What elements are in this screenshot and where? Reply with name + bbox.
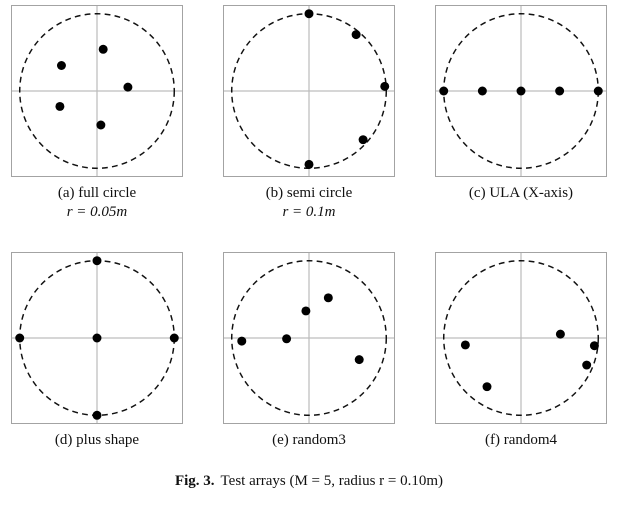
- scatter-plot-full-circle: [11, 5, 183, 177]
- scatter-plot-random3: [223, 252, 395, 424]
- subplot-sublabel: r = 0.05m: [66, 204, 128, 220]
- subplot-e: (e) random3: [223, 252, 395, 450]
- subplot-caption: (c) ULA (X-axis): [469, 184, 573, 203]
- scatter-plot-semi-circle: [223, 5, 395, 177]
- figure-caption-text: Test arrays (M = 5, radius r = 0.10m): [220, 473, 444, 489]
- plot-canvas: [224, 253, 394, 423]
- scatter-plot-random4: [435, 252, 607, 424]
- plot-canvas: [436, 253, 606, 423]
- subplot-a: (a) full circle r = 0.05m: [11, 5, 183, 222]
- figure-caption-prefix: Fig. 3.: [174, 473, 215, 489]
- subplot-caption: (e) random3: [272, 431, 346, 450]
- subplot-caption: (a) full circle r = 0.05m: [58, 184, 136, 222]
- subplot-label: (c) ULA (X-axis): [468, 185, 574, 201]
- subplot-label: (f) random4: [484, 432, 558, 448]
- subplot-b: (b) semi circle r = 0.1m: [223, 5, 395, 222]
- subplot-grid: (a) full circle r = 0.05m (b) semi circl…: [0, 5, 618, 450]
- subplot-caption: (b) semi circle r = 0.1m: [266, 184, 353, 222]
- plot-canvas: [12, 253, 182, 423]
- subplot-label: (d) plus shape: [54, 432, 140, 448]
- subplot-c: (c) ULA (X-axis): [435, 5, 607, 222]
- subplot-d: (d) plus shape: [11, 252, 183, 450]
- subplot-label: (a) full circle: [57, 185, 137, 201]
- subplot-sublabel: r = 0.1m: [282, 204, 336, 220]
- scatter-plot-ula: [435, 5, 607, 177]
- figure-caption: Fig. 3. Test arrays (M = 5, radius r = 0.…: [0, 472, 618, 491]
- plot-canvas: [12, 6, 182, 176]
- subplot-label: (b) semi circle: [265, 185, 353, 201]
- subplot-caption: (d) plus shape: [55, 431, 139, 450]
- subplot-label: (e) random3: [272, 432, 346, 448]
- plot-canvas: [436, 6, 606, 176]
- scatter-plot-plus-shape: [11, 252, 183, 424]
- plot-canvas: [224, 6, 394, 176]
- subplot-caption: (f) random4: [485, 431, 557, 450]
- subplot-f: (f) random4: [435, 252, 607, 450]
